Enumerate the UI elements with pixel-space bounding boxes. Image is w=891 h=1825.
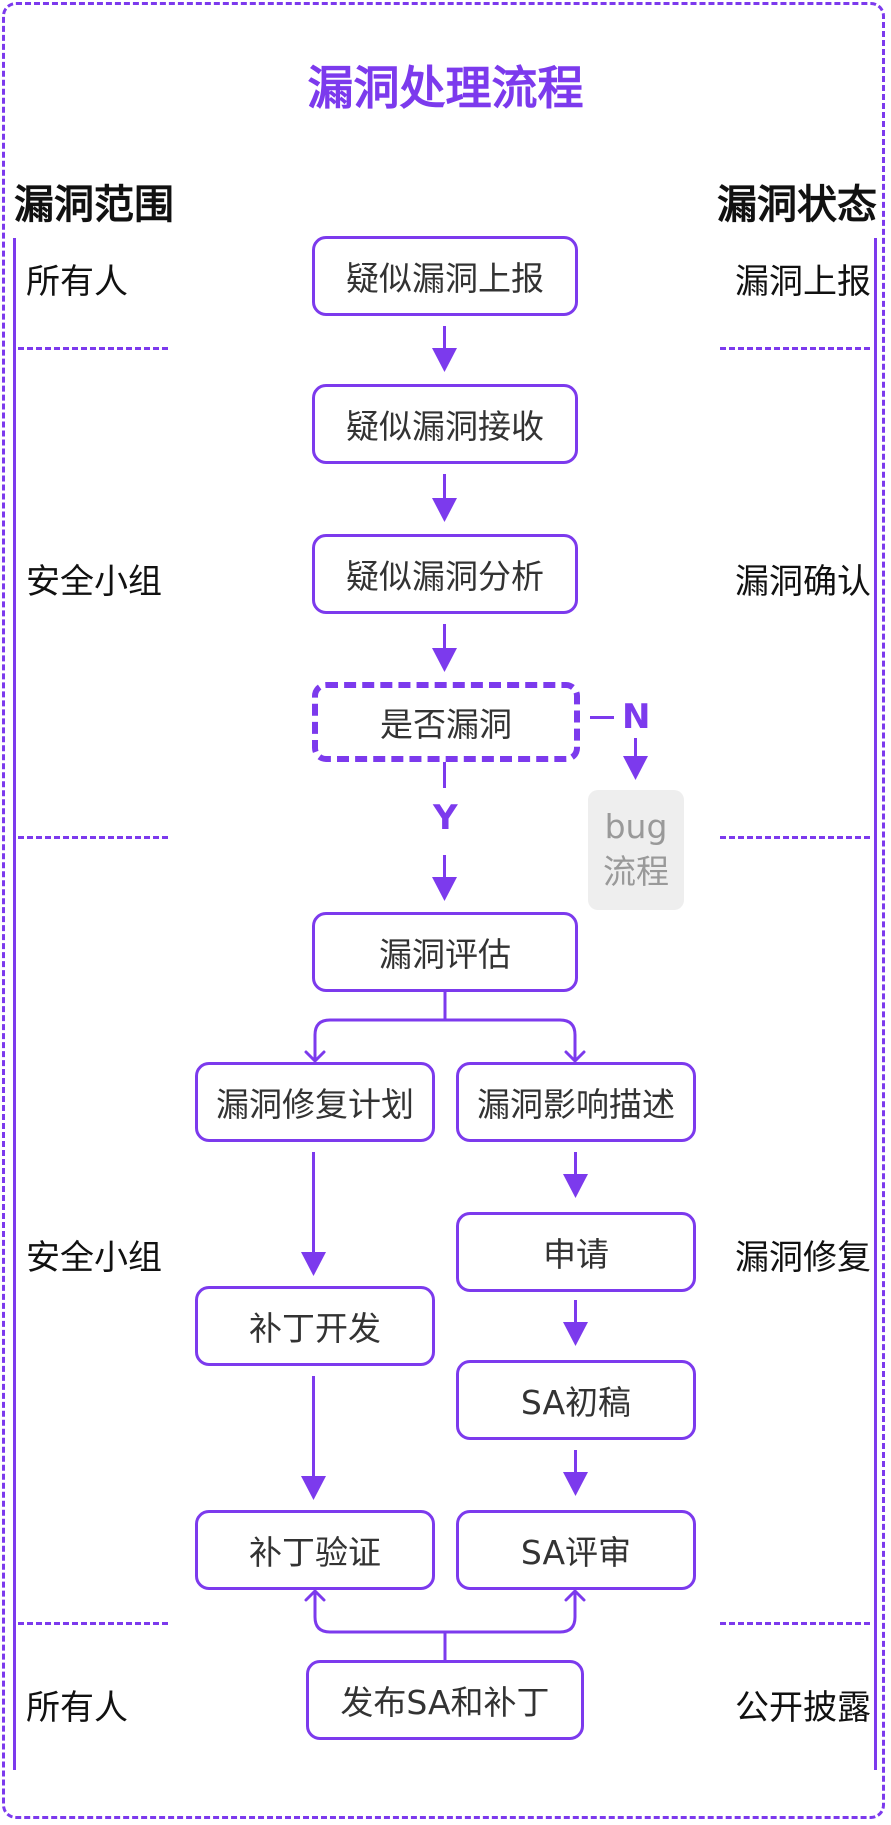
arrow-head xyxy=(301,1476,326,1500)
node-patch-dev: 补丁开发 xyxy=(195,1286,435,1366)
scope-label: 安全小组 xyxy=(26,562,162,602)
stage-divider-right xyxy=(720,347,870,350)
connector-line xyxy=(574,1152,577,1174)
node-assess: 漏洞评估 xyxy=(312,912,578,992)
node-decision: 是否漏洞 xyxy=(312,682,580,762)
stage-divider-left xyxy=(18,347,168,350)
node-receive: 疑似漏洞接收 xyxy=(312,384,578,464)
scope-label: 所有人 xyxy=(26,262,128,302)
connector-line xyxy=(634,738,637,756)
state-header: 漏洞状态 xyxy=(717,182,877,228)
arrow-head xyxy=(432,648,457,672)
stage-divider-right xyxy=(720,836,870,839)
stage-divider-left xyxy=(18,836,168,839)
connector-line xyxy=(574,1300,577,1322)
connector-line xyxy=(312,1376,315,1476)
connector-line xyxy=(443,855,446,877)
arrow-head xyxy=(564,1589,586,1602)
state-label: 漏洞修复 xyxy=(735,1238,871,1278)
node-sa-draft: SA初稿 xyxy=(456,1360,696,1440)
node-impact: 漏洞影响描述 xyxy=(456,1062,696,1142)
scope-label: 所有人 xyxy=(26,1688,128,1728)
node-apply: 申请 xyxy=(456,1212,696,1292)
arrow-head xyxy=(304,1589,326,1602)
node-patch-verify: 补丁验证 xyxy=(195,1510,435,1590)
stage-divider-right xyxy=(720,1622,870,1625)
branch-label-yes: Y xyxy=(433,798,458,838)
arrow-head xyxy=(304,1050,326,1063)
scope-header: 漏洞范围 xyxy=(14,182,174,228)
node-report: 疑似漏洞上报 xyxy=(312,236,578,316)
connector-line xyxy=(312,1152,315,1252)
arrow-head xyxy=(563,1472,588,1496)
arrow-head xyxy=(301,1252,326,1276)
arrow-head xyxy=(623,756,648,780)
diagram-title: 漏洞处理流程 xyxy=(307,61,584,115)
connector-line xyxy=(443,474,446,498)
connector-branch xyxy=(313,1590,447,1662)
arrow-head xyxy=(432,498,457,522)
state-label: 漏洞确认 xyxy=(735,562,871,602)
connector-line xyxy=(590,716,614,719)
arrow-head xyxy=(564,1050,586,1063)
node-release: 发布SA和补丁 xyxy=(306,1660,584,1740)
connector-line xyxy=(443,326,446,348)
scope-axis-line xyxy=(13,238,16,1770)
connector-line xyxy=(443,762,446,788)
stage-divider-left xyxy=(18,1622,168,1625)
connector-line xyxy=(574,1450,577,1472)
branch-label-no: N xyxy=(622,697,651,737)
connector-line xyxy=(443,624,446,648)
bug-process-line1: bug xyxy=(604,807,668,847)
arrow-head xyxy=(563,1174,588,1198)
arrow-head xyxy=(432,877,457,901)
node-analyze: 疑似漏洞分析 xyxy=(312,534,578,614)
state-label: 公开披露 xyxy=(735,1688,871,1728)
connector-branch xyxy=(443,1018,577,1062)
node-bug-process: bug 流程 xyxy=(588,790,684,910)
connector-branch xyxy=(443,1590,577,1634)
state-axis-line xyxy=(874,238,877,1770)
node-sa-review: SA评审 xyxy=(456,1510,696,1590)
connector-branch xyxy=(313,990,447,1062)
arrow-head xyxy=(432,348,457,372)
node-fix-plan: 漏洞修复计划 xyxy=(195,1062,435,1142)
arrow-head xyxy=(563,1322,588,1346)
scope-label: 安全小组 xyxy=(26,1238,162,1278)
bug-process-line2: 流程 xyxy=(603,852,669,891)
state-label: 漏洞上报 xyxy=(735,262,871,302)
